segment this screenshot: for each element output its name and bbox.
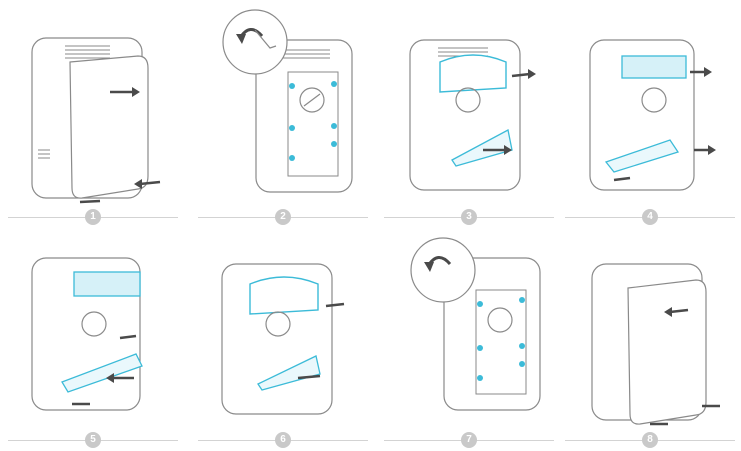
step-7-illustration xyxy=(388,228,558,438)
step-2-illustration xyxy=(200,0,370,210)
step-1-illustration xyxy=(10,0,180,210)
step-3-illustration xyxy=(388,0,558,210)
step-badge: 2 xyxy=(275,209,291,225)
step-badge: 7 xyxy=(461,432,477,448)
step-6-illustration xyxy=(200,228,370,438)
step-4-illustration xyxy=(566,0,736,210)
step-badge: 1 xyxy=(85,209,101,225)
step-badge: 4 xyxy=(642,209,658,225)
step-badge: 6 xyxy=(275,432,291,448)
step-badge: 5 xyxy=(85,432,101,448)
step-badge: 8 xyxy=(642,432,658,448)
step-badge: 3 xyxy=(461,209,477,225)
step-8-illustration xyxy=(566,228,736,438)
step-5-illustration xyxy=(10,228,180,438)
